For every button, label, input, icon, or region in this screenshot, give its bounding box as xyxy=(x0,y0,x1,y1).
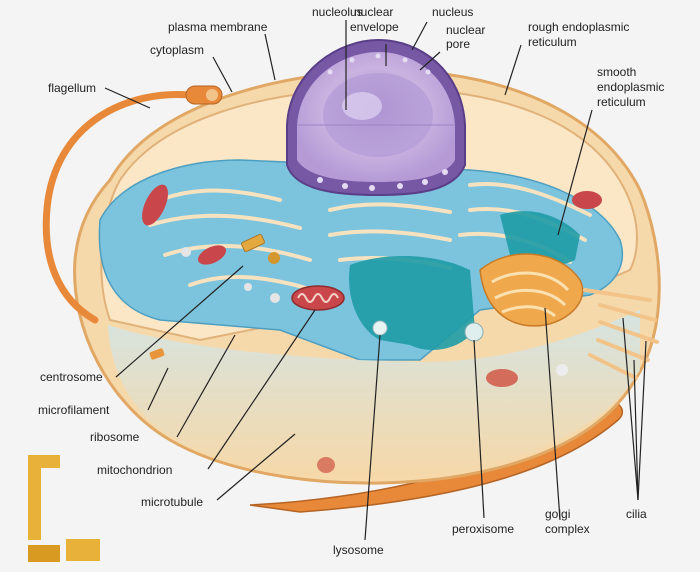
centrosome-shape xyxy=(241,233,280,264)
bracket-logo-icon xyxy=(28,455,100,562)
labels: nucleolus nuclear envelope nucleus nucle… xyxy=(38,5,664,557)
label-nuclear-envelope-2: envelope xyxy=(350,20,399,34)
nucleus-group xyxy=(286,38,466,197)
smooth-er-tubules xyxy=(500,211,580,266)
label-golgi-2: complex xyxy=(545,522,590,536)
label-cytoplasm: cytoplasm xyxy=(150,43,204,57)
microfilament-shape xyxy=(149,348,165,360)
label-ribosome: ribosome xyxy=(90,430,140,444)
label-peroxisome: peroxisome xyxy=(452,522,514,536)
golgi-complex xyxy=(479,253,584,327)
cilia-shapes xyxy=(583,288,659,380)
label-smooth-er-3: reticulum xyxy=(597,95,646,109)
mitochondria xyxy=(142,184,602,473)
leader-lines xyxy=(104,20,647,541)
label-rough-er-1: rough endoplasmic xyxy=(528,20,629,34)
label-nuclear-pore-2: pore xyxy=(446,37,470,51)
label-cilia: cilia xyxy=(626,507,647,521)
label-centrosome: centrosome xyxy=(40,370,103,384)
label-smooth-er-1: smooth xyxy=(597,65,636,79)
label-nuclear-pore-1: nuclear xyxy=(446,23,485,37)
label-flagellum: flagellum xyxy=(48,81,96,95)
label-nuclear-envelope-1: nuclear xyxy=(354,5,393,19)
flagellum-shape xyxy=(42,90,194,324)
cell-front-wall xyxy=(108,310,640,479)
label-nucleus: nucleus xyxy=(432,5,473,19)
vesicles xyxy=(181,247,568,376)
nucleolus-shape xyxy=(323,73,433,157)
label-mitochondrion: mitochondrion xyxy=(97,463,172,477)
label-microtubule: microtubule xyxy=(141,495,203,509)
label-rough-er-2: reticulum xyxy=(528,35,577,49)
label-lysosome: lysosome xyxy=(333,543,384,557)
label-nucleolus: nucleolus xyxy=(312,5,363,19)
label-plasma-membrane: plasma membrane xyxy=(168,20,268,34)
label-smooth-er-2: endoplasmic xyxy=(597,80,664,94)
label-golgi-1: golgi xyxy=(545,507,570,521)
nuclear-pores xyxy=(317,53,448,191)
tail-flagellum xyxy=(249,400,624,513)
label-microfilament: microfilament xyxy=(38,403,110,417)
